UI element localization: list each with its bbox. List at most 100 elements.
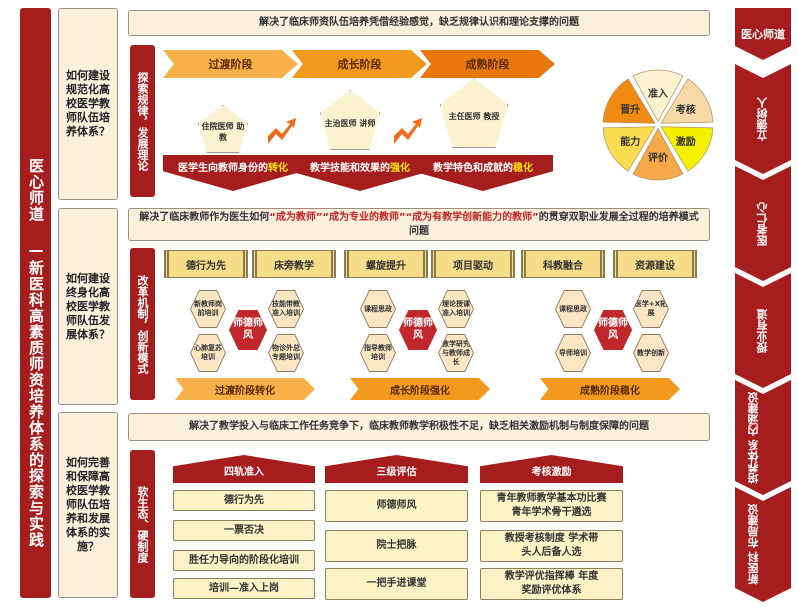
list-item: 院士把脉 bbox=[325, 530, 468, 562]
wheel-segment: 晋升 bbox=[602, 78, 656, 124]
wheel-segment: 激励 bbox=[660, 126, 714, 172]
column-header-1: 四轨准入 bbox=[173, 455, 315, 483]
center-hexagon: 师德师风 bbox=[399, 310, 437, 350]
stage-chevron-2: 成长阶段 bbox=[292, 50, 427, 78]
list-item: 教学评优指挥棒 年度奖励评优体系 bbox=[480, 568, 623, 600]
question-2: 如何建设终身化高校医学教师队伍发展体系？ bbox=[58, 208, 118, 405]
right-segment-5: 培养体系 内涵建设 bbox=[735, 380, 791, 495]
cluster-hexagon: 导师培训 bbox=[555, 334, 591, 372]
hexagon-label: 课程思政 bbox=[556, 291, 590, 327]
wheel-segment: 准入 bbox=[632, 69, 684, 123]
question-1: 如何建设规范化高校医学教师队伍培养体系？ bbox=[58, 8, 118, 200]
list-item: 胜任力导向的阶段化培训 bbox=[173, 550, 315, 571]
role-pentagon-2: 主治医师 讲师 bbox=[320, 90, 380, 150]
hexagon-label: 师德师风 bbox=[594, 310, 632, 350]
cluster-hexagon: 物诊外总专题培训 bbox=[268, 334, 304, 372]
cluster-hexagon: 心肺复苏培训 bbox=[190, 334, 226, 372]
cluster-hexagon: 指导教师培训 bbox=[360, 334, 396, 372]
wheel-segment: 评价 bbox=[632, 127, 684, 181]
banner-highlight: “成为专业的教师” bbox=[322, 212, 406, 223]
outcome-text: 教学特色和成就的 bbox=[433, 163, 513, 174]
hexagon-label: 技能带教准入培训 bbox=[269, 291, 303, 327]
hexagon-label: 心肺复苏培训 bbox=[191, 335, 225, 371]
right-segment-6: 新医科 布局建设 bbox=[735, 487, 791, 602]
hexagon-label: 导师培训 bbox=[556, 335, 590, 371]
hexagon-label: 师德师风 bbox=[229, 310, 267, 350]
cluster-hexagon: 教学创新 bbox=[633, 334, 669, 372]
outcome-text: 医学生向教师身份的 bbox=[178, 163, 268, 174]
column-header-3: 考核激励 bbox=[480, 455, 623, 483]
row3-side-label: 软生态、硬制度 bbox=[130, 450, 155, 598]
wheel-segment: 能力 bbox=[602, 126, 656, 172]
cluster-hexagon: 课程思政 bbox=[555, 290, 591, 328]
right-segment-4: 授业有道 bbox=[735, 273, 791, 388]
tab-1: 德行为先 bbox=[164, 250, 248, 278]
outcome-arrow-1: 医学生向教师身份的转化 bbox=[163, 155, 303, 191]
list-item: 一票否决 bbox=[173, 520, 315, 541]
hexagon-label: 课程思政 bbox=[361, 291, 395, 327]
tab-2: 床旁教学 bbox=[252, 250, 336, 278]
cluster-hexagon: 课程思政 bbox=[360, 290, 396, 328]
trend-up-icon bbox=[394, 118, 422, 144]
wheel-label: 准入 bbox=[648, 87, 668, 100]
wheel-label: 激励 bbox=[676, 135, 696, 148]
list-item: 师德师风 bbox=[325, 490, 468, 522]
row1-banner: 解决了临床师资队伍培养凭借经验感觉，缺乏规律认识和理论支撑的问题 bbox=[128, 10, 710, 36]
hexagon-label: 师德师风 bbox=[399, 310, 437, 350]
right-segment-3: 医者仁心 bbox=[735, 166, 791, 281]
banner-highlight: “成为教师” bbox=[269, 212, 323, 223]
stage-chevron-1: 过渡阶段 bbox=[163, 50, 298, 78]
segment-label: 培养体系 内涵建设 bbox=[747, 391, 760, 484]
list-item: 培训—准入上岗 bbox=[173, 578, 315, 599]
list-item: 德行为先 bbox=[173, 490, 315, 511]
center-hexagon: 师德师风 bbox=[594, 310, 632, 350]
cluster-hexagon: 理论授课准入培训 bbox=[438, 290, 474, 328]
hexagon-label: 医学+X拓展 bbox=[634, 291, 668, 327]
main-title: 医心师道 —新医科高素质师资培养体系的探索与实践 bbox=[20, 8, 51, 598]
outcome-arrow-2: 教学技能和效果的强化 bbox=[290, 155, 430, 191]
segment-label: 医者仁心 bbox=[756, 201, 769, 246]
row1-side-label: 探索规律，发展理论 bbox=[130, 45, 155, 197]
segment-label: 新医科 布局建设 bbox=[747, 504, 760, 585]
wheel-segment: 考核 bbox=[660, 78, 714, 124]
cluster-hexagon: 医学+X拓展 bbox=[633, 290, 669, 328]
hexagon-label: 教学研究与教师成长 bbox=[439, 335, 473, 371]
tab-3: 螺旋提升 bbox=[344, 250, 428, 278]
role-pentagon-1: 住院医师 助教 bbox=[198, 105, 248, 153]
list-item: 一把手进课堂 bbox=[325, 568, 468, 600]
tab-6: 资源建设 bbox=[613, 250, 697, 278]
banner-text: 的贯穿双职业发展全过程的培养模式问题 bbox=[409, 212, 699, 237]
list-item: 教授考核制度 学术带头人后备人选 bbox=[480, 530, 623, 562]
question-3: 如何完善和保障高校医学教师队伍培养和发展体系的实施？ bbox=[58, 412, 118, 598]
hexagon-label: 指导教师培训 bbox=[361, 335, 395, 371]
hexagon-label: 教学创新 bbox=[634, 335, 668, 371]
tab-4: 项目驱动 bbox=[431, 250, 515, 278]
tab-5: 科教融合 bbox=[521, 250, 605, 278]
wheel-label: 能力 bbox=[620, 135, 640, 148]
segment-label: 立德树人 bbox=[756, 97, 769, 141]
cluster-hexagon: 技能带教准入培训 bbox=[268, 290, 304, 328]
list-item: 青年教师教学基本功比赛 青年学术骨干遴选 bbox=[480, 490, 623, 522]
stage-arrow: 成熟阶段稳化 bbox=[540, 378, 680, 400]
row2-side-label: 改革机制，创新模式 bbox=[130, 248, 155, 400]
column-header-2: 三级评估 bbox=[325, 455, 468, 483]
cluster-hexagon: 教学研究与教师成长 bbox=[438, 334, 474, 372]
outcome-highlight: 转化 bbox=[268, 163, 288, 174]
banner-text: 解决了临床教师作为医生如何 bbox=[139, 212, 270, 223]
stage-chevron-3: 成熟阶段 bbox=[420, 50, 555, 78]
segment-label: 医心师道 bbox=[741, 28, 785, 41]
banner-highlight: “成为有教学创新能力的教师” bbox=[405, 212, 539, 223]
stage-arrow: 过渡阶段转化 bbox=[175, 378, 315, 400]
cluster-hexagon: 新教师岗前培训 bbox=[190, 290, 226, 328]
trend-up-icon bbox=[268, 118, 296, 144]
wheel-label: 考核 bbox=[676, 103, 696, 116]
outcome-arrow-3: 教学特色和成就的稳化 bbox=[413, 155, 553, 191]
row2-banner: 解决了临床教师作为医生如何“成为教师”“成为专业的教师”“成为有教学创新能力的教… bbox=[128, 208, 710, 241]
wheel-label: 评价 bbox=[648, 151, 669, 164]
row3-banner: 解决了教学投入与临床工作任务竞争下，临床教师教学积极性不足，缺乏相关激励机制与制… bbox=[128, 413, 710, 441]
wheel-label: 晋升 bbox=[620, 103, 640, 116]
segment-label: 授业有道 bbox=[756, 308, 769, 353]
outcome-highlight: 稳化 bbox=[513, 163, 533, 174]
hexagon-label: 物诊外总专题培训 bbox=[269, 335, 303, 371]
